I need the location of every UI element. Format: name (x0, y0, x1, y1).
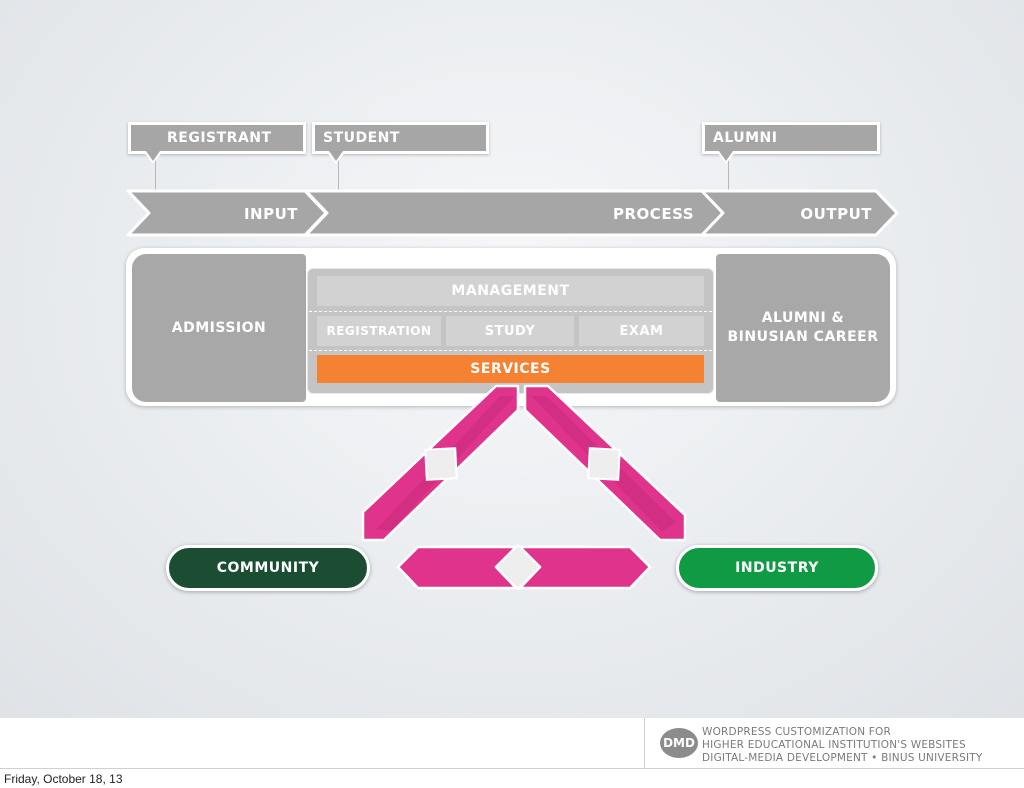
divider-bottom (309, 350, 712, 351)
bubble-student: STUDENT (312, 122, 489, 154)
community-pill: COMMUNITY (166, 545, 370, 591)
registration-label: REGISTRATION (326, 324, 432, 338)
joint-diamond (494, 543, 542, 591)
management-label: MANAGEMENT (451, 283, 570, 299)
footer-line-2: HIGHER EDUCATIONAL INSTITUTION'S WEBSITE… (702, 739, 966, 751)
alumni-career-box: ALUMNI & BINUSIAN CAREER (716, 254, 890, 402)
study-label: STUDY (484, 323, 536, 339)
registration-box: REGISTRATION (317, 316, 441, 346)
flow-process-label: PROCESS (613, 205, 694, 223)
bubble-student-tail (329, 151, 343, 161)
joint-square-right (587, 447, 621, 481)
relationship-arrows (361, 384, 687, 591)
bubble-alumni: ALUMNI (702, 122, 880, 154)
flow-chevrons (126, 189, 899, 237)
flow-input-label: INPUT (243, 205, 298, 223)
date-bar (0, 768, 1024, 788)
footer-line-1: WORDPRESS CUSTOMIZATION FOR (702, 726, 892, 738)
community-label: COMMUNITY (216, 560, 320, 576)
bubble-registrant: REGISTRANT (128, 122, 306, 154)
bubble-alumni-tail (719, 151, 733, 161)
footer-brand (644, 718, 1024, 768)
connector-alumni (728, 160, 729, 192)
industry-label: INDUSTRY (735, 560, 819, 576)
bubble-registrant-tail (146, 151, 160, 161)
bubble-student-label: STUDENT (323, 130, 400, 146)
industry-pill: INDUSTRY (676, 545, 878, 591)
footer-line-3: DIGITAL-MEDIA DEVELOPMENT • BINUS UNIVER… (702, 752, 983, 764)
chevron-output (700, 189, 899, 237)
dmd-logo: DMD (660, 728, 698, 758)
study-box: STUDY (446, 316, 574, 346)
connector-student (338, 160, 339, 192)
divider-top (309, 311, 712, 312)
flow-output-label: OUTPUT (800, 205, 872, 223)
admission-label: ADMISSION (171, 320, 267, 336)
exam-box: EXAM (579, 316, 704, 346)
management-box: MANAGEMENT (317, 276, 704, 306)
exam-label: EXAM (619, 323, 664, 339)
services-bar: SERVICES (317, 355, 704, 383)
admission-box: ADMISSION (132, 254, 306, 402)
joint-square-left (424, 447, 458, 481)
services-label: SERVICES (470, 361, 551, 377)
connector-registrant (155, 160, 156, 192)
bubble-registrant-label: REGISTRANT (167, 130, 272, 146)
bubble-alumni-label: ALUMNI (713, 130, 778, 146)
date-label: Friday, October 18, 13 (4, 772, 123, 786)
alumni-career-label: ALUMNI & BINUSIAN CAREER (727, 310, 879, 345)
